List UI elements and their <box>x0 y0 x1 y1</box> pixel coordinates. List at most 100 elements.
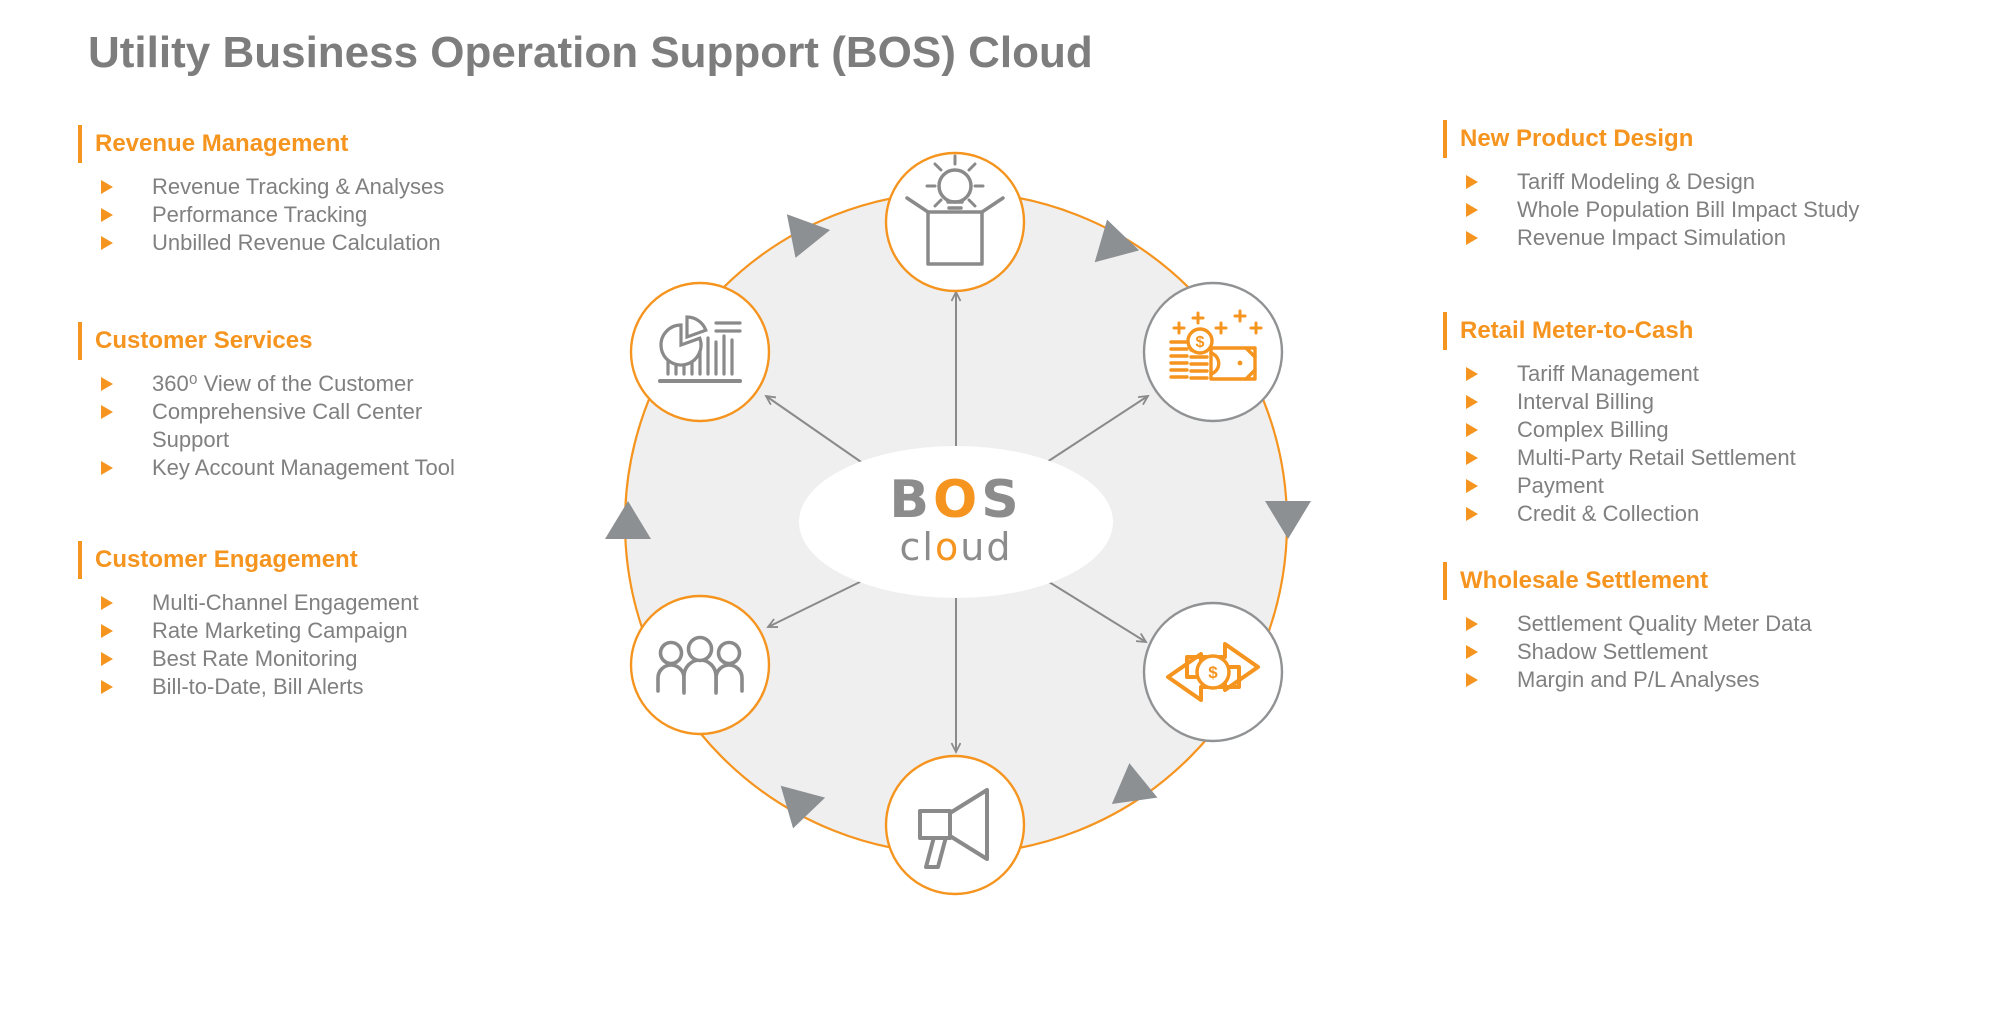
list-item-label: Tariff Modeling & Design <box>1517 169 1756 194</box>
triangle-bullet-icon <box>101 180 113 194</box>
section-heading: Customer Engagement <box>78 541 525 579</box>
list-item: Multi-Party Retail Settlement <box>1460 444 1940 472</box>
radial-arrow-icon <box>1046 396 1148 463</box>
list-item-label: Interval Billing <box>1517 389 1654 414</box>
triangle-bullet-icon <box>101 652 113 666</box>
logo-line-cloud: cloud <box>899 525 1013 569</box>
triangle-bullet-icon <box>101 596 113 610</box>
list-item: Tariff Management <box>1460 360 1940 388</box>
section-heading: New Product Design <box>1443 120 1940 158</box>
list-item: Comprehensive Call Center Support <box>95 398 427 454</box>
list-item-label: Comprehensive Call Center Support <box>152 399 423 452</box>
triangle-bullet-icon <box>1466 231 1478 245</box>
analytics-pie-bar-chart-icon <box>658 315 742 383</box>
list-item: Shadow Settlement <box>1460 638 1940 666</box>
triangle-bullet-icon <box>1466 423 1478 437</box>
section-heading: Revenue Management <box>78 125 525 163</box>
list-item-label: Multi-Channel Engagement <box>152 590 419 615</box>
list-item: Credit & Collection <box>1460 500 1940 528</box>
feature-list: Revenue Tracking & Analyses Performance … <box>95 173 525 257</box>
triangle-bullet-icon <box>1466 203 1478 217</box>
triangle-bullet-icon <box>101 405 113 419</box>
triangle-bullet-icon <box>1466 507 1478 521</box>
list-item-label: Key Account Management Tool <box>152 455 455 480</box>
list-item-label: Rate Marketing Campaign <box>152 618 408 643</box>
section-customer-services: Customer Services 360⁰ View of the Custo… <box>78 322 525 482</box>
section-heading: Retail Meter-to-Cash <box>1443 312 1940 350</box>
money-growth-icon: $ <box>1169 309 1263 381</box>
triangle-bullet-icon <box>1466 617 1478 631</box>
hub-center-ellipse <box>799 446 1113 598</box>
list-item-label: Credit & Collection <box>1517 501 1700 526</box>
feature-list: 360⁰ View of the Customer Comprehensive … <box>95 370 525 482</box>
triangle-bullet-icon <box>1466 395 1478 409</box>
list-item-label: Settlement Quality Meter Data <box>1517 611 1812 636</box>
list-item: Complex Billing <box>1460 416 1940 444</box>
list-item: Bill-to-Date, Bill Alerts <box>95 673 525 701</box>
triangle-bullet-icon <box>1466 645 1478 659</box>
rotation-triangle-icon <box>786 214 831 258</box>
radial-arrow-icon <box>768 579 865 627</box>
triangle-bullet-icon <box>101 624 113 638</box>
svg-text:$: $ <box>1196 334 1205 351</box>
triangle-bullet-icon <box>101 236 113 250</box>
feature-list: Multi-Channel Engagement Rate Marketing … <box>95 589 525 701</box>
list-item: Multi-Channel Engagement <box>95 589 525 617</box>
list-item-label: Revenue Impact Simulation <box>1517 225 1787 250</box>
list-item-label: Bill-to-Date, Bill Alerts <box>152 674 364 699</box>
list-item: Performance Tracking <box>95 201 525 229</box>
list-item: Unbilled Revenue Calculation <box>95 229 525 257</box>
list-item: Payment <box>1460 472 1940 500</box>
list-item-label: Multi-Party Retail Settlement <box>1517 445 1796 470</box>
feature-list: Tariff Modeling & Design Whole Populatio… <box>1460 168 1940 252</box>
rotation-triangle-icon <box>1265 501 1311 539</box>
money-exchange-icon: $ <box>1166 642 1260 702</box>
triangle-bullet-icon <box>1466 367 1478 381</box>
triangle-bullet-icon <box>1466 479 1478 493</box>
feature-list: Tariff Management Interval Billing Compl… <box>1460 360 1940 528</box>
section-heading: Customer Services <box>78 322 525 360</box>
section-revenue-management: Revenue Management Revenue Tracking & An… <box>78 125 525 257</box>
list-item-label: Margin and P/L Analyses <box>1517 667 1760 692</box>
list-item-label: Performance Tracking <box>152 202 368 227</box>
list-item: Whole Population Bill Impact Study <box>1460 196 1940 224</box>
list-item: Rate Marketing Campaign <box>95 617 525 645</box>
list-item-label: Payment <box>1517 473 1604 498</box>
triangle-bullet-icon <box>101 208 113 222</box>
list-item-label: Revenue Tracking & Analyses <box>152 174 445 199</box>
triangle-bullet-icon <box>101 680 113 694</box>
list-item-label: Tariff Management <box>1517 361 1699 386</box>
radial-arrow-icon <box>766 396 865 465</box>
radial-arrows <box>766 292 1148 752</box>
list-item: 360⁰ View of the Customer <box>95 370 525 398</box>
triangle-bullet-icon <box>101 377 113 391</box>
list-item-label: Shadow Settlement <box>1517 639 1708 664</box>
list-item: Revenue Impact Simulation <box>1460 224 1940 252</box>
rotation-triangle-icon <box>780 785 826 829</box>
idea-box-lightbulb-icon <box>905 154 1005 266</box>
node-circle-new-product <box>884 151 1026 293</box>
rotation-triangle-icon <box>605 501 651 539</box>
svg-text:$: $ <box>1208 663 1218 682</box>
list-item-label: Complex Billing <box>1517 417 1669 442</box>
logo-line-bos: BOS <box>889 470 1023 530</box>
list-item: Key Account Management Tool <box>95 454 525 482</box>
list-item-label: Whole Population Bill Impact Study <box>1517 197 1860 222</box>
triangle-bullet-icon <box>1466 673 1478 687</box>
rotation-triangle-icon <box>1111 763 1158 805</box>
list-item: Settlement Quality Meter Data <box>1460 610 1940 638</box>
people-group-icon <box>656 635 744 695</box>
section-heading: Wholesale Settlement <box>1443 562 1940 600</box>
rotation-triangle-icon <box>1094 219 1140 263</box>
triangle-bullet-icon <box>1466 451 1478 465</box>
list-item-label: 360⁰ View of the Customer <box>152 371 414 396</box>
megaphone-icon <box>918 788 989 869</box>
section-wholesale-settlement: Wholesale Settlement Settlement Quality … <box>1443 562 1940 694</box>
triangle-bullet-icon <box>101 461 113 475</box>
list-item: Tariff Modeling & Design <box>1460 168 1940 196</box>
bos-cloud-logo: BOS cloud <box>889 473 1022 567</box>
list-item: Margin and P/L Analyses <box>1460 666 1940 694</box>
list-item-label: Unbilled Revenue Calculation <box>152 230 441 255</box>
list-item-label: Best Rate Monitoring <box>152 646 358 671</box>
